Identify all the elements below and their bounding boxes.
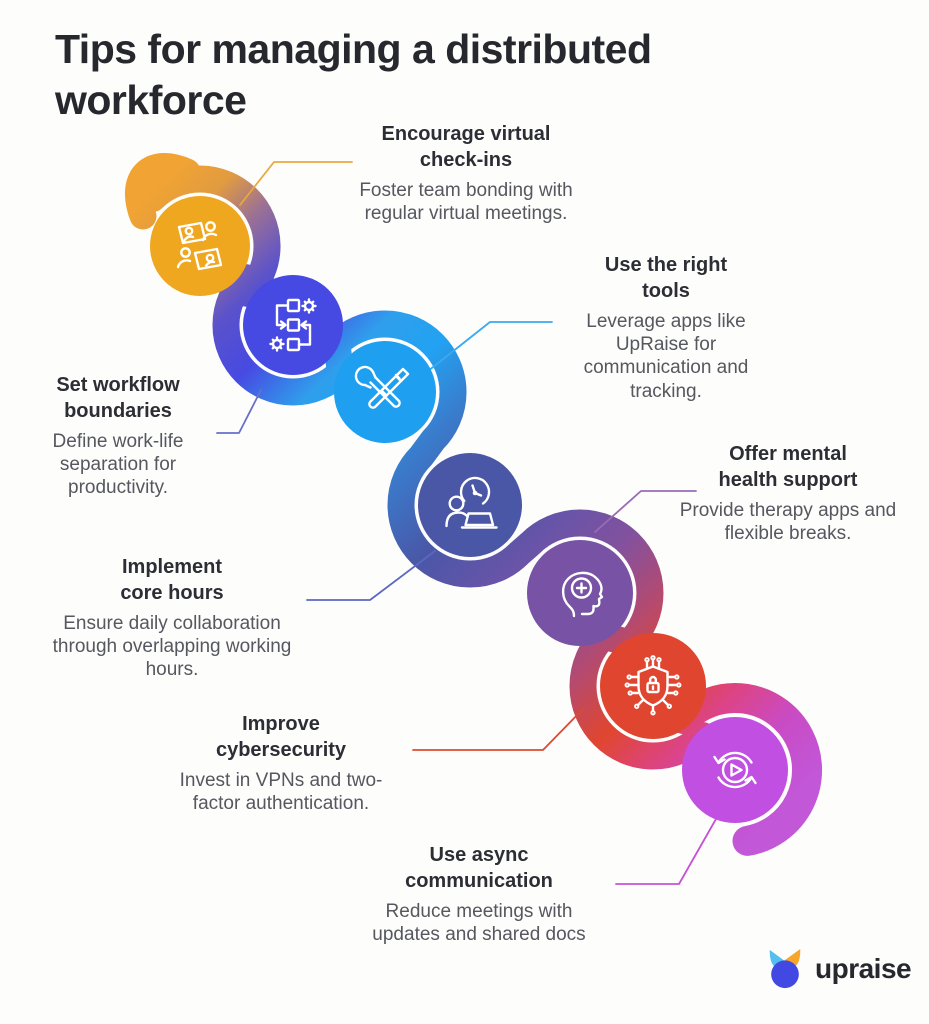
video-meeting-icon	[176, 221, 223, 271]
tip-description: Ensure daily collaboration through overl…	[52, 613, 292, 681]
upraise-logo: upraise	[764, 948, 912, 990]
connector-line-1	[239, 161, 353, 206]
connector-line-3	[422, 321, 553, 376]
ribbon-body	[139, 165, 716, 770]
tip-title: Encourage virtual check-ins	[381, 123, 551, 171]
tip-title: Offer mental health support	[718, 443, 858, 491]
async-play-icon	[713, 751, 757, 789]
step-circle-3	[334, 341, 436, 443]
page-title: Tips for managing a distributed workforc…	[55, 26, 652, 124]
step-circle-5	[527, 540, 633, 646]
connector-line-6	[412, 708, 584, 751]
step-circle-2	[243, 275, 343, 375]
tip-block-cybersecurity: Improve cybersecurity Invest in VPNs and…	[176, 711, 386, 815]
ribbon-start-curl	[125, 153, 201, 230]
tip-description: Reduce meetings with updates and shared …	[372, 901, 586, 946]
step-circle-7	[682, 717, 788, 823]
tip-description: Leverage apps like UpRaise for communica…	[583, 311, 749, 402]
ribbon-end-curl	[669, 683, 822, 856]
connector-line-5	[594, 490, 697, 533]
tip-block-workflow-boundaries: Set workflow boundaries Define work-life…	[28, 372, 208, 500]
tip-block-virtual-checkins: Encourage virtual check-ins Foster team …	[356, 121, 576, 225]
connector-line-4	[306, 550, 436, 601]
logo-circle	[771, 960, 799, 989]
upraise-logo-mark	[769, 948, 801, 989]
tip-title: Implement core hours	[120, 556, 224, 604]
brand-name: upraise	[815, 953, 912, 984]
tip-block-async-communication: Use async communication Reduce meetings …	[359, 842, 599, 946]
tip-block-core-hours: Implement core hours Ensure daily collab…	[46, 554, 298, 682]
tip-title: Use async communication	[405, 844, 553, 892]
mental-health-icon	[561, 571, 604, 618]
tip-description: Provide therapy apps and flexible breaks…	[679, 500, 897, 545]
tip-title: Set workflow boundaries	[56, 374, 180, 422]
step-circle-4	[418, 453, 522, 557]
cybersecurity-shield-icon	[624, 655, 682, 716]
connector-line-7	[615, 818, 717, 885]
workflow-icon	[269, 298, 317, 352]
tip-title: Improve cybersecurity	[215, 713, 347, 761]
tip-description: Define work-life separation for producti…	[52, 431, 184, 499]
tip-block-mental-health: Offer mental health support Provide ther…	[673, 441, 903, 545]
snake-ribbon	[125, 153, 822, 856]
person-clock-icon	[445, 476, 498, 529]
tools-icon	[354, 365, 410, 409]
tip-description: Invest in VPNs and two-factor authentica…	[179, 770, 383, 815]
step-circle-1	[150, 196, 250, 296]
tip-description: Foster team bonding with regular virtual…	[359, 180, 573, 225]
tip-block-right-tools: Use the right tools Leverage apps like U…	[566, 252, 766, 403]
tip-title: Use the right tools	[604, 254, 728, 302]
connector-line-2	[216, 389, 262, 434]
